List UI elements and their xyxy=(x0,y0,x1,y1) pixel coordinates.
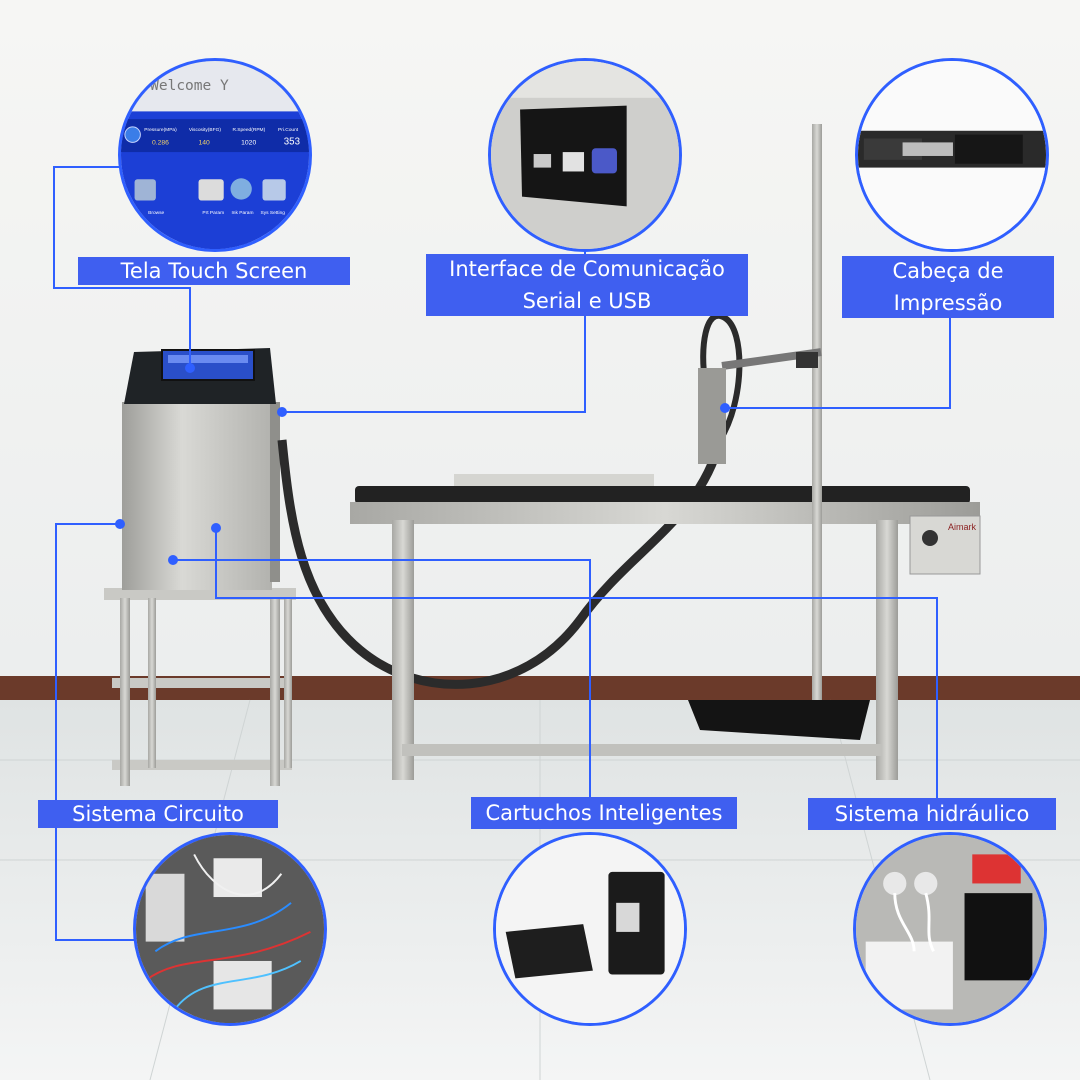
icon-label-prt: Prt Param xyxy=(202,210,224,216)
value-viscosity: 140 xyxy=(199,139,211,146)
label-circuit-system-text: Sistema Circuito xyxy=(72,802,244,826)
print-head-inset xyxy=(855,58,1049,252)
cartridges-inset xyxy=(493,832,687,1026)
cartridge-small-icon xyxy=(505,924,593,979)
connector-print-head xyxy=(725,318,951,409)
usb-b-port-icon xyxy=(562,152,585,172)
cartridges-closeup xyxy=(496,835,684,1023)
connector-cartridges xyxy=(173,559,591,800)
serial-port-icon xyxy=(591,148,617,174)
label-touch-screen: Tela Touch Screen xyxy=(78,257,350,285)
icon-label-ink: Ink Param xyxy=(231,210,253,216)
header-pressure: Pressure(MPa) xyxy=(144,127,177,133)
label-hydraulic-system: Sistema hidráulico xyxy=(808,798,1056,830)
value-count: 353 xyxy=(284,136,300,147)
dot-hydraulic xyxy=(211,523,221,533)
dot-circuit xyxy=(115,519,125,529)
browse-icon xyxy=(134,179,156,201)
printer-cabinet xyxy=(122,348,280,590)
label-smart-cartridges-text: Cartuchos Inteligentes xyxy=(485,801,723,825)
dot-cartridges xyxy=(168,555,178,565)
print-param-icon xyxy=(198,179,224,201)
label-circuit-system: Sistema Circuito xyxy=(38,800,278,828)
hydraulic-inset xyxy=(853,832,1047,1026)
header-count: Pri.Count xyxy=(278,127,299,133)
interface-inset xyxy=(488,58,682,252)
print-head-stand xyxy=(688,124,870,740)
touch-screen-closeup: t Welcome Y Pressure(MPa) Viscosity(BFG)… xyxy=(121,61,309,249)
header-speed: R.Speed(RPM) xyxy=(232,127,265,133)
label-smart-cartridges: Cartuchos Inteligentes xyxy=(471,797,737,829)
touch-screen-inset: t Welcome Y Pressure(MPa) Viscosity(BFG)… xyxy=(118,58,312,252)
label-print-head-line1: Cabeça de xyxy=(892,259,1004,283)
ink-hose xyxy=(277,438,725,689)
value-pressure: 0.286 xyxy=(152,139,169,146)
circuit-inset xyxy=(133,832,327,1026)
connector-touch-screen xyxy=(53,166,191,368)
header-viscosity: Viscosity(BFG) xyxy=(189,127,221,133)
dot-print-head xyxy=(720,403,730,413)
hydraulic-closeup xyxy=(856,835,1044,1023)
connector-circuit-inset xyxy=(55,828,135,941)
settings-icon xyxy=(262,179,286,201)
label-interface-line1: Interface de Comunicação xyxy=(449,257,725,281)
welcome-text: t Welcome Y xyxy=(133,78,229,94)
value-speed: 1020 xyxy=(241,139,256,146)
ink-param-icon xyxy=(230,178,252,200)
label-interface-line2: Serial e USB xyxy=(522,289,652,313)
interface-closeup xyxy=(491,61,679,249)
icon-label-browse: Browse xyxy=(148,210,164,216)
label-touch-screen-text: Tela Touch Screen xyxy=(120,259,308,283)
label-print-head: Cabeça de Impressão xyxy=(842,256,1054,318)
dot-touch-screen xyxy=(185,363,195,373)
usb-port-icon xyxy=(533,154,552,168)
label-interface: Interface de Comunicação Serial e USB xyxy=(426,254,748,316)
connector-hydraulic xyxy=(215,528,938,800)
label-hydraulic-system-text: Sistema hidráulico xyxy=(834,802,1030,826)
connector-circuit xyxy=(55,523,120,802)
dot-interface xyxy=(277,407,287,417)
print-head-closeup xyxy=(858,61,1046,249)
icon-label-sys: Sys Setting xyxy=(261,210,286,216)
controller-brand: Aimark xyxy=(948,522,977,532)
circuit-closeup xyxy=(136,835,324,1023)
head-hose xyxy=(700,312,743,442)
label-print-head-line2: Impressão xyxy=(893,291,1003,315)
